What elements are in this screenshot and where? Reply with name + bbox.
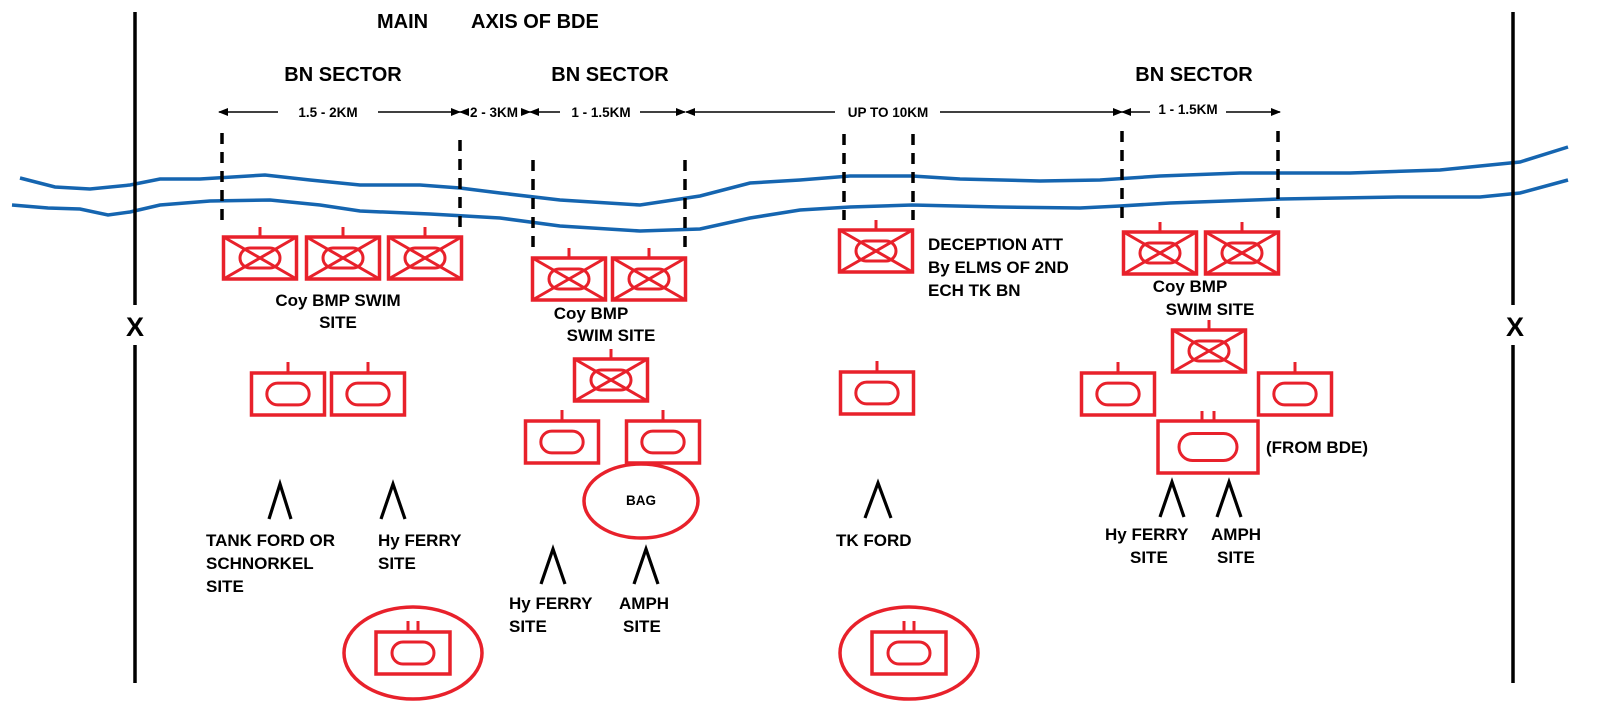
dim-label-2: 2 - 3KM xyxy=(470,105,518,120)
bmp-company-symbol xyxy=(530,248,608,302)
hy-ferry-label: SITE xyxy=(378,554,416,573)
title-main: MAIN xyxy=(377,11,428,33)
tank-company-symbol xyxy=(1256,362,1334,417)
tank-battalion-encircled-symbol xyxy=(838,605,980,701)
bmp-company-symbol xyxy=(1203,222,1281,276)
deception-label: DECEPTION ATT xyxy=(928,235,1064,254)
tk-ford-label: TK FORD xyxy=(836,531,912,550)
title-axis: AXIS OF BDE xyxy=(471,11,599,33)
hy-ferry-site-symbol xyxy=(1158,477,1186,518)
boundary-mark-left: X xyxy=(126,312,144,342)
bmp-company-symbol xyxy=(221,227,299,281)
bmp-company-symbol xyxy=(1121,222,1199,276)
tank-ford-label: TANK FORD OR xyxy=(206,531,335,550)
sector-label-3: BN SECTOR xyxy=(1135,64,1253,86)
amph-label: AMPH xyxy=(619,594,669,613)
river xyxy=(11,145,1569,233)
dim-label-4: UP TO 10KM xyxy=(848,105,929,120)
hy-ferry-label: Hy FERRY xyxy=(378,531,462,550)
swim-site-label: Coy BMP SWIM xyxy=(275,291,400,310)
dimension-lines: 1.5 - 2KM 2 - 3KM 1 - 1.5KM UP TO 10KM 1… xyxy=(218,102,1281,120)
amph-site-symbol xyxy=(1215,477,1243,518)
swim-site-label: SWIM SITE xyxy=(567,326,656,345)
swim-site-label: Coy BMP xyxy=(554,304,629,323)
bmp-company-symbol xyxy=(572,349,650,403)
bmp-company-symbol xyxy=(610,248,688,302)
deception-label: By ELMS OF 2ND xyxy=(928,258,1069,277)
tank-battalion-encircled-symbol xyxy=(342,605,484,701)
swim-site-label: Coy BMP xyxy=(1153,277,1228,296)
tank-company-symbol xyxy=(1079,362,1157,417)
tank-ford-site-symbol xyxy=(267,478,293,520)
brigade-boundaries: X X xyxy=(126,12,1524,683)
hy-ferry-label: SITE xyxy=(509,617,547,636)
swim-site-label: SWIM SITE xyxy=(1166,300,1255,319)
dim-label-1: 1.5 - 2KM xyxy=(298,105,357,120)
swim-site-label: SITE xyxy=(319,313,357,332)
tank-company-symbol xyxy=(1156,411,1260,475)
amph-site-symbol xyxy=(632,544,660,585)
boundary-mark-right: X xyxy=(1506,312,1524,342)
sector-dashes xyxy=(220,131,1280,252)
river-bank-south xyxy=(11,178,1569,233)
tank-company-symbol xyxy=(249,362,327,417)
from-bde-label: (FROM BDE) xyxy=(1266,438,1368,457)
amph-label: SITE xyxy=(1217,548,1255,567)
dim-label-5: 1 - 1.5KM xyxy=(1158,102,1217,117)
tank-ford-label: SITE xyxy=(206,577,244,596)
river-bank-north xyxy=(19,145,1569,207)
hy-ferry-label: Hy FERRY xyxy=(1105,525,1189,544)
bmp-company-symbol xyxy=(304,227,382,281)
hy-ferry-label: SITE xyxy=(1130,548,1168,567)
hy-ferry-site-symbol xyxy=(379,479,407,520)
bmp-company-symbol xyxy=(1170,320,1248,374)
amph-label: SITE xyxy=(623,617,661,636)
bmp-company-symbol xyxy=(386,227,464,281)
deception-label: ECH TK BN xyxy=(928,281,1021,300)
sector-label-1: BN SECTOR xyxy=(284,64,402,86)
bag-ellipse xyxy=(582,462,700,540)
amph-label: AMPH xyxy=(1211,525,1261,544)
tank-ford-label: SCHNORKEL xyxy=(206,554,314,573)
bag-label: BAG xyxy=(626,493,656,508)
dim-label-3: 1 - 1.5KM xyxy=(571,105,630,120)
tank-company-symbol xyxy=(329,362,407,417)
tank-company-symbol xyxy=(838,361,916,416)
bmp-company-symbol xyxy=(837,220,915,274)
unit-symbols xyxy=(221,220,1334,701)
sector-label-2: BN SECTOR xyxy=(551,64,669,86)
crossing-site-symbols xyxy=(267,477,1243,585)
labels: Coy BMP SWIM SITE Coy BMP SWIM SITE DECE… xyxy=(206,235,1368,636)
tank-company-symbol xyxy=(624,410,702,465)
tk-ford-site-symbol xyxy=(863,478,893,519)
hy-ferry-label: Hy FERRY xyxy=(509,594,593,613)
hy-ferry-site-symbol xyxy=(539,544,567,585)
tank-company-symbol xyxy=(523,410,601,465)
